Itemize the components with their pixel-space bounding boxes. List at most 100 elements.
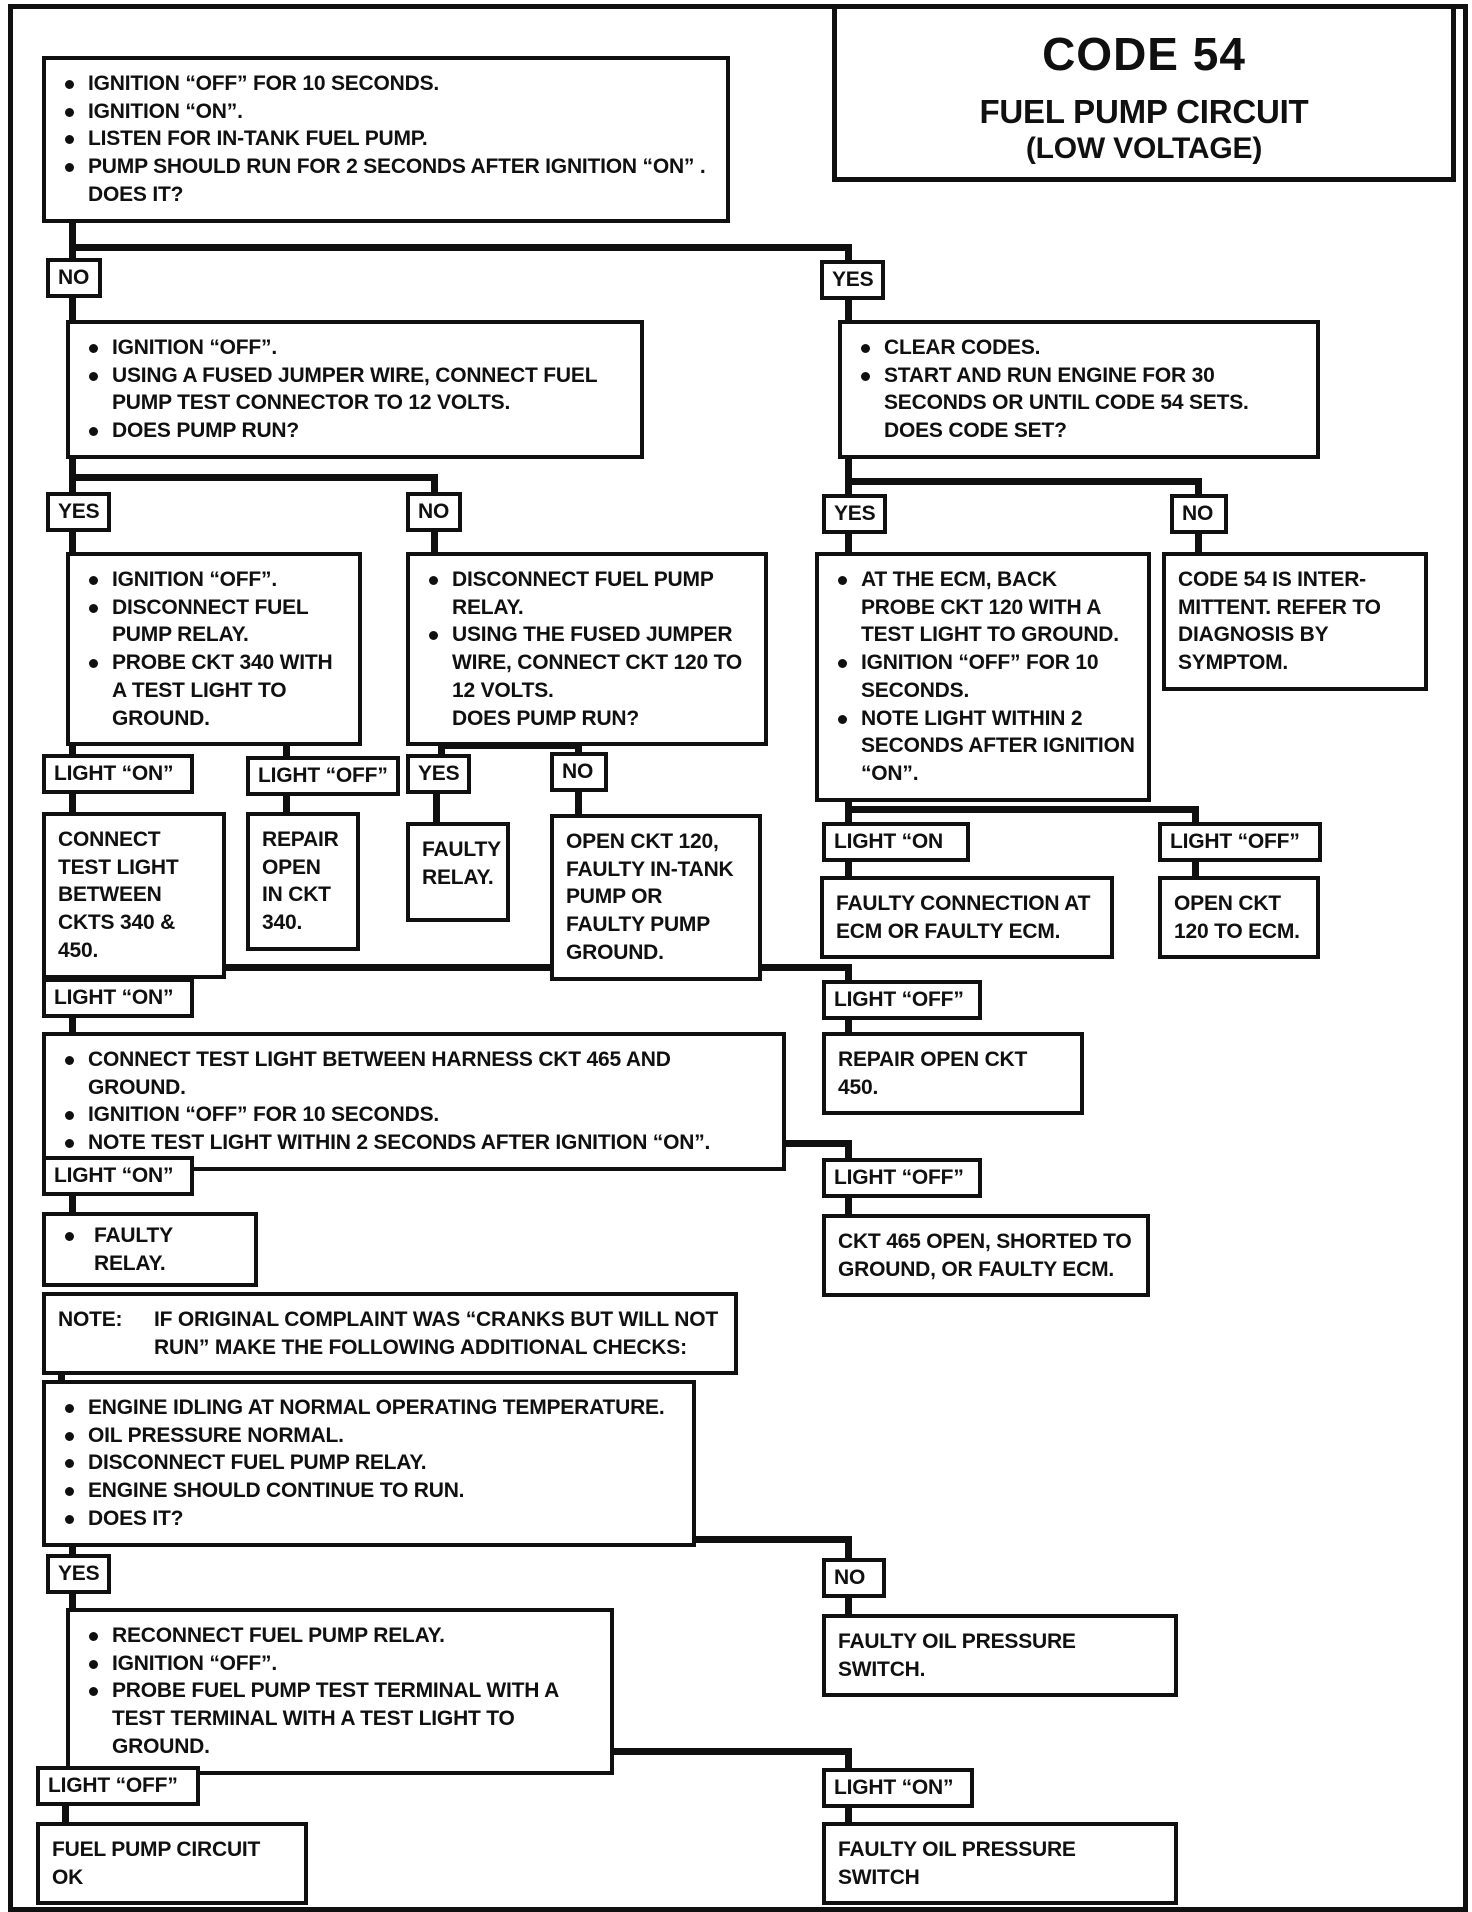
page-subtitle-2: (LOW VOLTAGE)	[1025, 132, 1263, 165]
bullet-icon	[58, 181, 88, 209]
label-light-on-2: LIGHT “ON	[822, 822, 970, 862]
connector-line	[845, 530, 852, 560]
label-yes-4: YES	[406, 754, 472, 794]
bullet-icon	[82, 594, 112, 649]
step-line: PUMP SHOULD RUN FOR 2 SECONDS AFTER IGNI…	[88, 155, 706, 179]
label-text: NO	[58, 266, 90, 289]
result-text: REPAIR OPEN CKT 450.	[838, 1048, 1028, 1099]
connector-line	[62, 1800, 69, 1828]
bullet-icon	[58, 1422, 88, 1450]
label-text: YES	[832, 268, 874, 291]
result-text: FAULTY RELAY.	[94, 1224, 173, 1275]
connector-line	[1192, 858, 1199, 884]
connector-line	[845, 244, 852, 270]
faulty-oil-switch-box: FAULTY OIL PRESSURE SWITCH.	[822, 1614, 1178, 1698]
step-line: IGNITION “ON”.	[88, 99, 243, 123]
connector-line	[845, 1536, 852, 1560]
label-light-on-5: LIGHT “ON”	[822, 1768, 974, 1808]
bullet-icon	[58, 1477, 88, 1505]
title-box: CODE 54 FUEL PUMP CIRCUIT (LOW VOLTAGE)	[832, 4, 1456, 182]
additional-checks-box: ENGINE IDLING AT NORMAL OPERATING TEMPER…	[42, 1380, 696, 1547]
step-line: IGNITION “OFF”.	[112, 1651, 277, 1675]
label-light-off-4: LIGHT “OFF”	[822, 1158, 982, 1198]
label-text: NO	[562, 760, 594, 783]
step-line: ENGINE SHOULD CONTINUE TO RUN.	[88, 1479, 465, 1503]
bullet-icon	[58, 1129, 88, 1157]
connector-line	[69, 1190, 76, 1218]
label-light-off-3: LIGHT “OFF”	[822, 980, 982, 1020]
bullet-icon	[82, 334, 112, 362]
step-line: NOTE TEST LIGHT WITHIN 2 SECONDS AFTER I…	[88, 1131, 711, 1155]
bullet-icon	[58, 98, 88, 126]
step-line: DISCONNECT FUEL PUMP RELAY.	[452, 568, 714, 619]
bullet-icon	[422, 621, 452, 704]
probe-ckt340-step-box: IGNITION “OFF”. DISCONNECT FUEL PUMP REL…	[66, 552, 362, 747]
connector-line	[575, 788, 582, 822]
connector-line	[433, 790, 440, 830]
label-text: YES	[418, 762, 460, 785]
step-line: DOES CODE SET?	[884, 419, 1067, 443]
result-text: FUEL PUMP CIRCUIT OK	[52, 1838, 261, 1889]
result-text: CKT 465 OPEN, SHORTED TO GROUND, OR FAUL…	[838, 1230, 1132, 1281]
step-line: START AND RUN ENGINE FOR 30 SECONDS OR U…	[884, 363, 1249, 415]
label-no-4: NO	[550, 752, 608, 792]
connector-line	[283, 792, 290, 820]
result-text: FAULTY OIL PRESSURE SWITCH.	[838, 1630, 1076, 1681]
label-text: NO	[418, 500, 450, 523]
bullet-icon	[58, 1449, 88, 1477]
label-light-on-1: LIGHT “ON”	[42, 754, 194, 794]
bullet-icon	[82, 566, 112, 594]
no-branch-step-box: IGNITION “OFF”. USING A FUSED JUMPER WIR…	[66, 320, 644, 459]
label-no-1: NO	[46, 258, 102, 298]
yes-branch-step-box: CLEAR CODES. START AND RUN ENGINE FOR 30…	[838, 320, 1320, 459]
page-title: CODE 54	[1042, 28, 1246, 80]
connector-line	[845, 806, 1199, 813]
pump-ok-result-box: FUEL PUMP CIRCUIT OK	[36, 1822, 308, 1906]
page-border	[8, 4, 1468, 1912]
step-line: PROBE CKT 340 WITH A TEST LIGHT TO GROUN…	[112, 651, 333, 730]
label-light-on-4: LIGHT “ON”	[42, 1156, 194, 1196]
step-line: IGNITION “OFF” FOR 10 SECONDS.	[861, 651, 1099, 702]
connect-340-450-box: CONNECT TEST LIGHT BETWEEN CKTS 340 & 45…	[42, 812, 226, 979]
connector-line	[845, 780, 852, 830]
connector-line	[845, 1800, 852, 1828]
faulty-ecm-connection-box: FAULTY CONNECTION AT ECM OR FAULTY ECM.	[820, 876, 1114, 960]
connector-line	[845, 1140, 852, 1164]
result-text: CONNECT TEST LIGHT BETWEEN CKTS 340 & 45…	[58, 828, 179, 962]
bullet-icon	[82, 1622, 112, 1650]
label-text: LIGHT “ON”	[54, 986, 174, 1009]
step-line: DOES PUMP RUN?	[112, 419, 299, 443]
bullet-icon	[831, 566, 861, 649]
open-ckt120-box: OPEN CKT 120, FAULTY IN-TANK PUMP OR FAU…	[550, 814, 762, 981]
bullet-icon	[58, 1394, 88, 1422]
note-box: NOTE: IF ORIGINAL COMPLAINT WAS “CRANKS …	[42, 1292, 738, 1376]
bullet-icon	[854, 417, 884, 445]
result-text: FAULTY RELAY.	[422, 838, 501, 889]
connector-line	[431, 474, 438, 500]
label-light-off-5: LIGHT “OFF”	[36, 1766, 200, 1806]
result-text: OPEN CKT 120 TO ECM.	[1174, 892, 1300, 943]
label-yes-5: YES	[46, 1554, 112, 1594]
step-line: DOES IT?	[88, 182, 184, 206]
connector-line	[69, 1582, 76, 1610]
connector-line	[1195, 478, 1202, 502]
connector-line	[69, 244, 852, 251]
connector-line	[845, 446, 852, 502]
connector-line	[845, 1748, 852, 1774]
result-text: CODE 54 IS INTER-MITTENT. REFER TO DIAGN…	[1178, 568, 1381, 675]
connector-line	[845, 858, 852, 884]
connector-line	[69, 444, 76, 500]
step-line: IGNITION “OFF” FOR 10 SECONDS.	[88, 1103, 440, 1127]
bullet-icon	[82, 362, 112, 417]
connector-line	[69, 200, 76, 266]
step-line: IGNITION “OFF”.	[112, 568, 277, 591]
ecm-backprobe-step-box: AT THE ECM, BACK PROBE CKT 120 WITH A TE…	[815, 552, 1151, 802]
label-no-3: NO	[1170, 494, 1228, 534]
faulty-oil-switch-2-box: FAULTY OIL PRESSURE SWITCH	[822, 1822, 1178, 1906]
bullet-icon	[58, 70, 88, 98]
label-text: LIGHT “OFF”	[834, 1166, 964, 1189]
label-text: YES	[834, 502, 876, 525]
label-text: LIGHT “ON	[834, 830, 944, 853]
label-text: LIGHT “ON”	[834, 1776, 954, 1799]
label-text: NO	[834, 1566, 866, 1589]
